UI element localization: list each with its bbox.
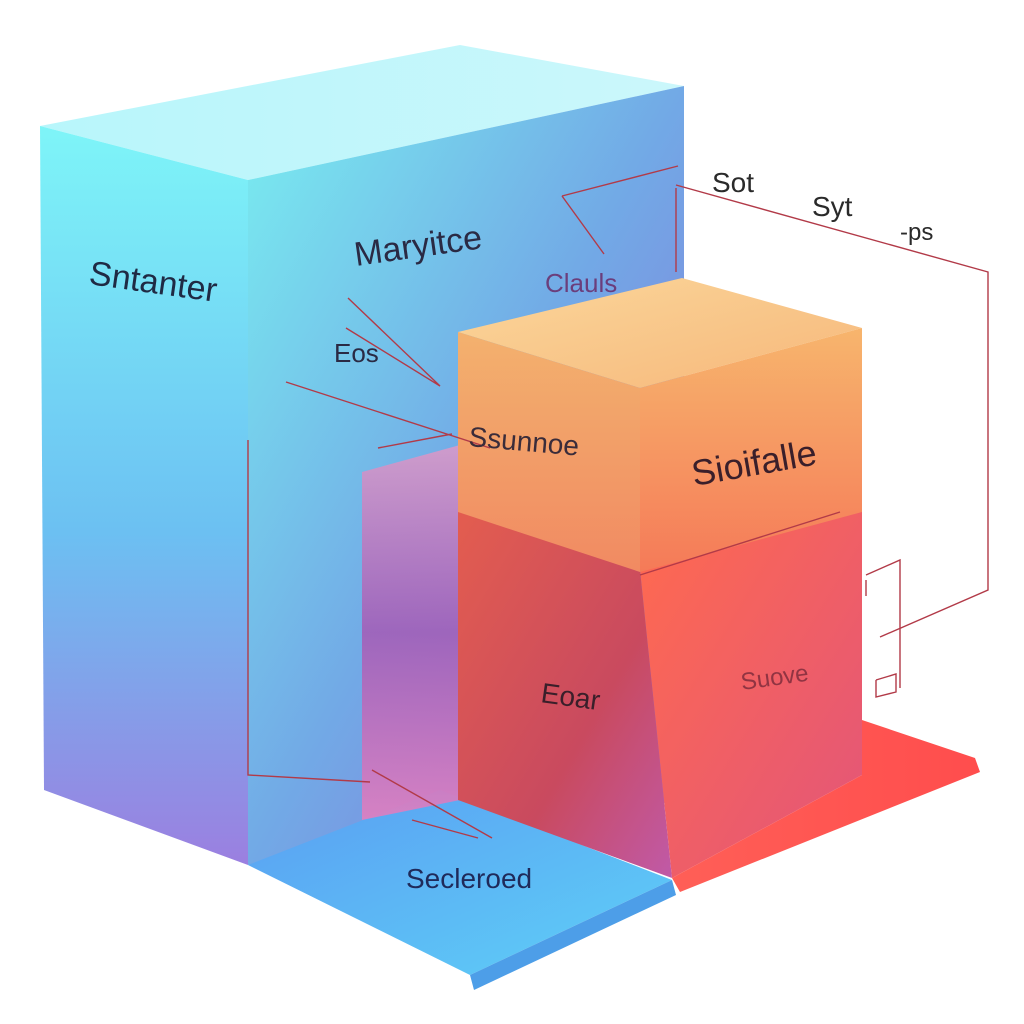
callout-line-cube-edge: [639, 511, 841, 576]
callout-line-maryitce: [561, 165, 679, 197]
label-syt: Syt: [812, 191, 853, 222]
callout-line-secleroed-2: [411, 819, 479, 839]
orange-cube-side-face: [640, 328, 862, 572]
red-cube-side-face: [640, 510, 862, 878]
callout-line-left: [247, 440, 371, 783]
label-ps: -ps: [900, 219, 933, 246]
callout-line-secleroed: [371, 769, 493, 839]
callout-line-right-stack-3: [875, 673, 897, 698]
magenta-block: [362, 445, 460, 820]
label-sot: Sot: [712, 167, 754, 198]
orange-cube-top-face: [458, 278, 862, 388]
callout-line-ssunnoe: [285, 381, 491, 449]
orange-cube-front-face: [458, 332, 640, 572]
label-clauls: Clauls: [545, 268, 617, 298]
callout-line-sot: [675, 184, 989, 638]
callout-line-eos: [345, 297, 441, 387]
label-eos: Eos: [334, 338, 379, 368]
tall-block-front-face: [40, 126, 248, 865]
red-base-plate: [672, 720, 980, 892]
label-secleroed: Secleroed: [406, 863, 532, 894]
blue-base-plate: [248, 790, 672, 975]
leader-lines: [247, 165, 989, 839]
red-cube-front-face: [458, 510, 672, 878]
blue-base-plate-edge: [470, 880, 676, 990]
callout-line-ssunnoe-2: [377, 433, 453, 449]
callout-line-right-stack: [865, 558, 901, 688]
tall-block-top-face: [40, 45, 684, 180]
callout-line-diagonal: [561, 195, 605, 255]
